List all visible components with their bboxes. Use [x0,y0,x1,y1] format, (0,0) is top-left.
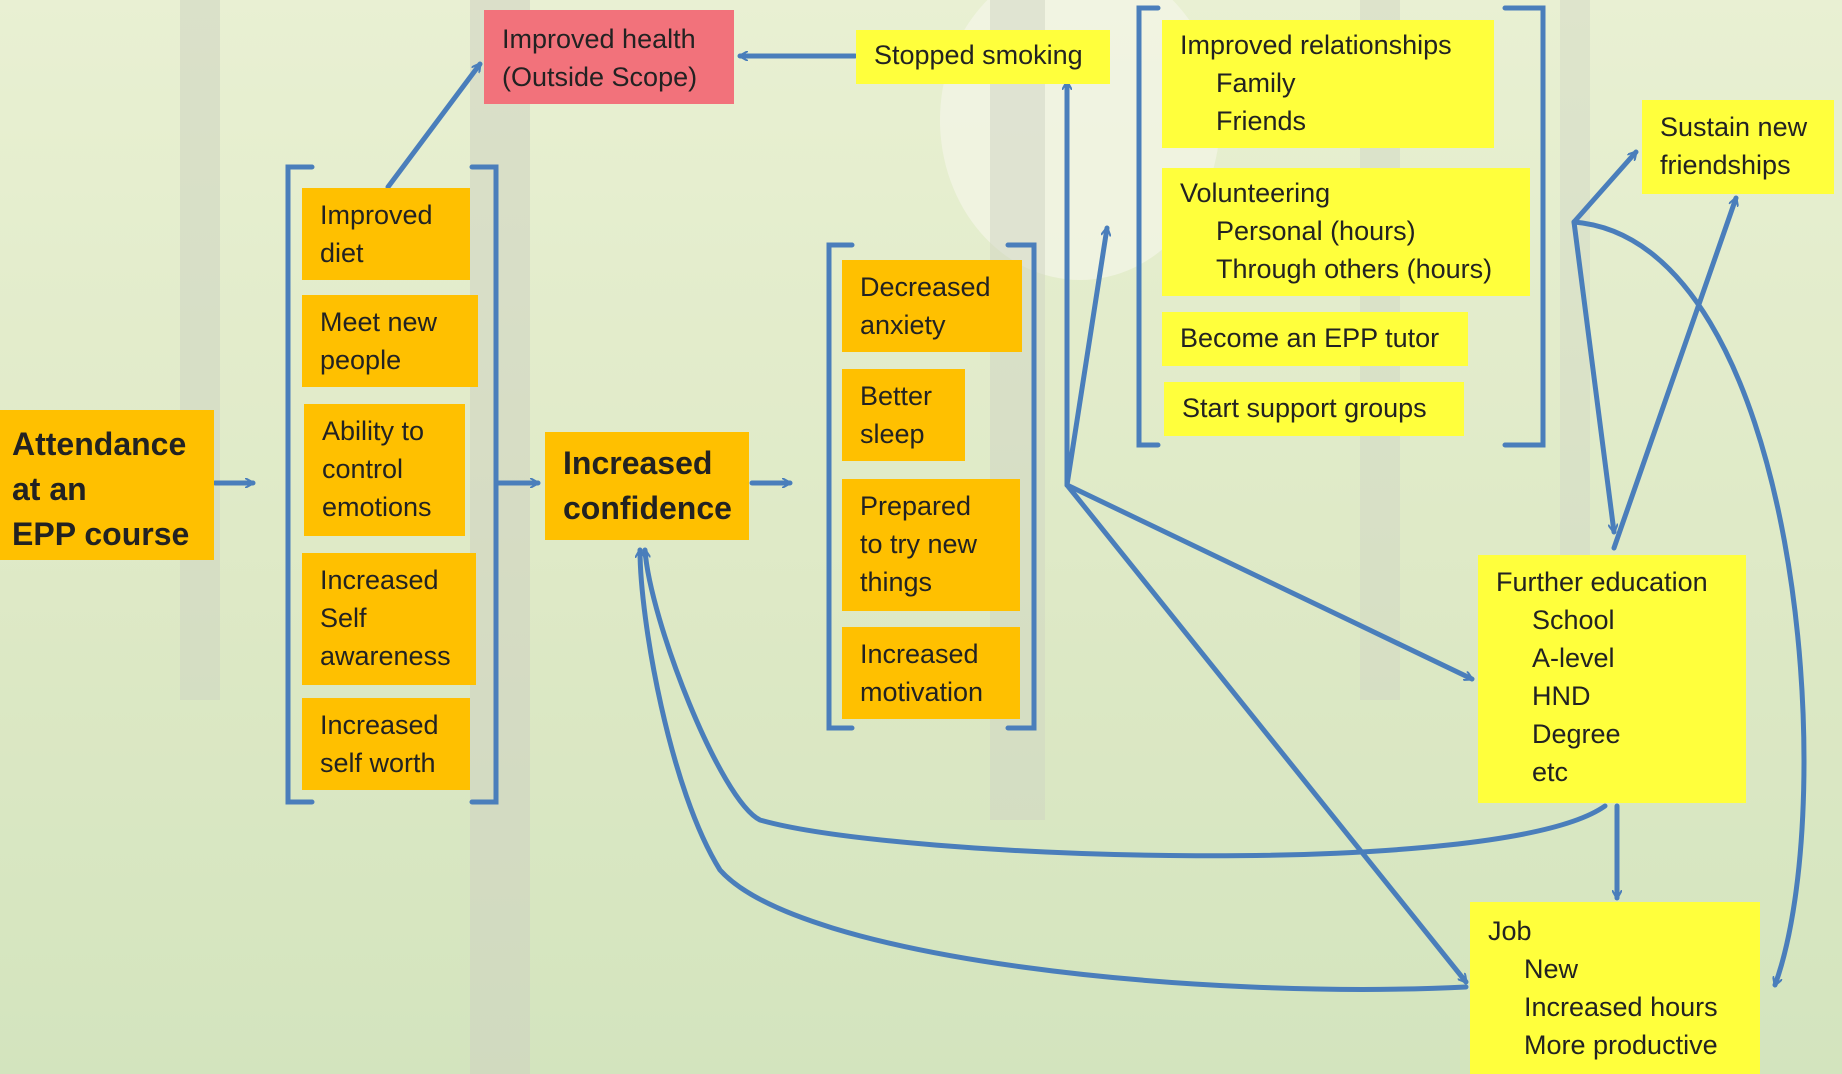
node-improved-diet: Improved diet [302,188,470,280]
node-control-emotions: Ability to control emotions [304,404,465,536]
node-line: Improved [320,200,433,230]
node-line: Job [1488,916,1532,946]
node-line: Increased [320,565,439,595]
arrow-group2-to-job [1064,482,1469,985]
node-line: motivation [860,677,984,707]
arrow-group2-to-group3 [1064,228,1107,488]
node-further-education: Further education School A-level HND Deg… [1478,555,1746,803]
bracket-group3-left [1136,5,1161,448]
node-attendance-line: EPP course [12,516,190,552]
node-increased-motivation: Increased motivation [842,627,1020,719]
node-line: Prepared [860,491,972,521]
node-line: Through others (hours) [1216,254,1493,284]
node-line: HND [1532,681,1591,711]
bracket-group2-right [1005,242,1037,731]
arrow-job-back-to-confidence [640,547,1469,992]
node-line: Increased hours [1524,992,1718,1022]
node-line: to try new [860,529,978,559]
node-increased-confidence: Increased confidence [545,432,749,540]
node-line: things [860,567,933,597]
node-line: Decreased [860,272,991,302]
node-line: Family [1216,68,1296,98]
node-line: Improved relationships [1180,30,1452,60]
node-line: people [320,345,402,375]
node-support-groups: Start support groups [1164,382,1464,436]
node-line: Increased [563,445,713,481]
node-try-new-things: Prepared to try new things [842,479,1020,611]
arrow-education-back-to-confidence [645,547,1608,859]
node-attendance-line: at an [12,471,87,507]
node-self-worth: Increased self worth [302,698,470,790]
bracket-group2-left [826,242,855,731]
node-line: Meet new [320,307,438,337]
arrow-diet-to-health [385,61,483,190]
node-improved-relationships: Improved relationships Family Friends [1162,20,1494,148]
node-line: More productive [1524,1030,1718,1060]
arrow-group3-curve-to-job [1571,219,1807,985]
node-line: Degree [1532,719,1621,749]
node-line: A-level [1532,643,1615,673]
node-attendance: Attendance at an EPP course [0,410,214,560]
arrow-group3-to-friendships [1571,149,1639,225]
node-line: Increased [860,639,979,669]
node-volunteering: Volunteering Personal (hours) Through ot… [1162,168,1530,296]
node-meet-new-people: Meet new people [302,295,478,387]
node-line: anxiety [860,310,946,340]
node-improved-health: Improved health (Outside Scope) [484,10,734,104]
node-line: School [1532,605,1615,635]
node-line: control [322,454,404,484]
node-stopped-smoking: Stopped smoking [856,30,1110,84]
node-line: Stopped smoking [874,40,1083,70]
bracket-group1-right [469,164,499,805]
arrow-group2-to-education [1064,482,1472,682]
node-line: Start support groups [1182,393,1427,423]
node-line: Personal (hours) [1216,216,1416,246]
node-decreased-anxiety: Decreased anxiety [842,260,1022,352]
node-sustain-friendships: Sustain new friendships [1642,100,1834,194]
node-line: Self [320,603,367,633]
arrow-group3-to-education [1571,219,1614,532]
node-line: self worth [320,748,436,778]
node-line: Improved health [502,24,696,54]
node-line: etc [1532,757,1569,787]
node-line: Volunteering [1180,178,1331,208]
node-line: friendships [1660,150,1791,180]
node-attendance-line: Attendance [12,426,187,462]
node-line: Friends [1216,106,1307,136]
node-line: emotions [322,492,432,522]
node-epp-tutor: Become an EPP tutor [1162,312,1468,366]
node-line: Sustain new [1660,112,1808,142]
node-line: confidence [563,490,732,526]
node-line: Ability to [322,416,425,446]
node-line: Further education [1496,567,1708,597]
node-line: Increased [320,710,439,740]
node-line: New [1524,954,1579,984]
bracket-group1-left [285,164,315,805]
node-self-awareness: Increased Self awareness [302,553,476,685]
node-line: (Outside Scope) [502,62,698,92]
node-line: Better [860,381,933,411]
node-job: Job New Increased hours More productive [1470,902,1760,1074]
node-better-sleep: Better sleep [842,369,965,461]
bracket-group3-right [1502,5,1546,448]
node-line: Become an EPP tutor [1180,323,1440,353]
node-line: awareness [320,641,451,671]
node-line: diet [320,238,364,268]
arrow-education-to-friendships [1611,198,1736,551]
node-line: sleep [860,419,925,449]
